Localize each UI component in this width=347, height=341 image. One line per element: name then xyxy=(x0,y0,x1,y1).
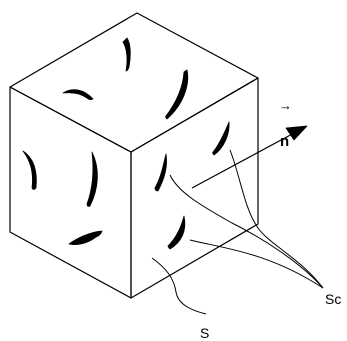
label-s: S xyxy=(200,325,209,341)
label-sc: Sc xyxy=(325,291,341,307)
crack-right-3 xyxy=(167,215,186,250)
crack-left-3 xyxy=(68,230,103,245)
right-face-cracks xyxy=(154,121,230,250)
sc-leader-2 xyxy=(169,174,324,289)
arrow-shaft xyxy=(191,131,297,189)
arrowhead xyxy=(285,125,308,141)
normal-vector-label: n xyxy=(280,133,289,150)
cube-top-face xyxy=(9,12,259,153)
crack-left-1 xyxy=(22,150,37,190)
cube-right-face xyxy=(130,77,259,299)
normal-vector-arrow xyxy=(191,125,308,189)
crack-right-1 xyxy=(212,121,230,156)
crack-left-2 xyxy=(86,151,98,207)
crack-top-1 xyxy=(122,37,131,72)
top-face-cracks xyxy=(62,37,189,120)
s-leader xyxy=(151,257,207,315)
sc-leader-lines xyxy=(169,149,324,289)
crack-right-2 xyxy=(154,153,167,192)
normal-vector-accent: → xyxy=(279,98,292,113)
cube-left-face xyxy=(9,86,132,299)
cube xyxy=(9,12,259,299)
left-face-cracks xyxy=(22,150,103,245)
crack-top-2 xyxy=(62,89,94,101)
crack-top-3 xyxy=(165,69,189,120)
sc-leader-3 xyxy=(189,239,324,289)
sc-leader-1 xyxy=(229,149,324,289)
